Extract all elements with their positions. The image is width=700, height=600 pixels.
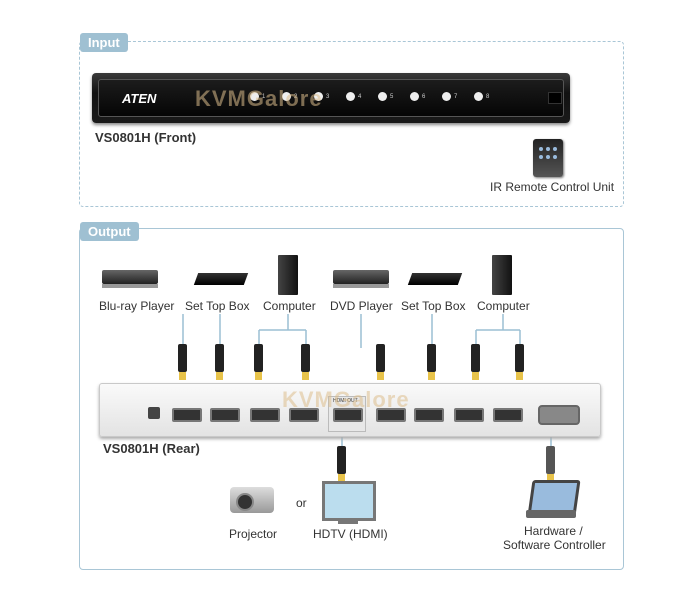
port-number: 4 [358, 94, 362, 100]
hdmi-in-port [414, 408, 444, 422]
controller-label-line1: Hardware / [524, 524, 583, 538]
port-button-4 [346, 92, 355, 101]
port-number: 7 [454, 94, 458, 100]
port-number: 2 [294, 94, 298, 100]
controller-label-line2: Software Controller [503, 538, 606, 552]
port-number: 3 [326, 94, 330, 100]
hdmi-plug-icon [515, 344, 524, 380]
rs232-port [538, 405, 580, 425]
port-button-5 [378, 92, 387, 101]
dvd-player-icon [333, 270, 389, 288]
hdmi-plug-icon [215, 344, 224, 380]
port-number: 1 [262, 94, 266, 100]
hdmi-out-label: HDMI OUT [333, 398, 358, 404]
hdmi-in-port [210, 408, 240, 422]
source-label-blu-ray: Blu-ray Player [99, 299, 175, 313]
source-label-set-top-box-2: Set Top Box [401, 299, 466, 313]
projector-icon [230, 487, 274, 513]
input-tag: Input [80, 33, 128, 52]
source-label-computer-2: Computer [477, 299, 530, 313]
input-panel [79, 41, 624, 207]
remote-label: IR Remote Control Unit [490, 180, 615, 194]
port-button-8 [474, 92, 483, 101]
set-top-box-icon [407, 273, 463, 285]
remote-control-icon [533, 139, 563, 177]
blu-ray-player-icon [102, 270, 158, 288]
controller-laptop-base [526, 510, 576, 518]
hdmi-in-port [172, 408, 202, 422]
port-number: 5 [390, 94, 394, 100]
hdmi-plug-icon [427, 344, 436, 380]
hdmi-plug-icon [254, 344, 263, 380]
projector-label: Projector [229, 527, 278, 541]
hdtv-label: HDTV (HDMI) [313, 527, 388, 541]
port-number: 8 [486, 94, 490, 100]
source-label-set-top-box-1: Set Top Box [185, 299, 250, 313]
hdmi-plug-icon [471, 344, 480, 380]
front-unit-image: ATEN 1 2 3 4 5 6 7 8 [92, 73, 570, 123]
serial-plug-icon [546, 446, 555, 482]
set-top-box-icon [193, 273, 249, 285]
hdmi-out-plug-icon [337, 446, 346, 482]
aten-logo: ATEN [122, 91, 157, 106]
port-button-2 [282, 92, 291, 101]
port-button-7 [442, 92, 451, 101]
port-button-1 [250, 92, 259, 101]
rear-unit-image: HDMI OUT [99, 383, 601, 437]
watermark-rear: KVMGalore [282, 387, 410, 412]
hdmi-in-port [289, 408, 319, 422]
hdmi-in-port [250, 408, 280, 422]
power-jack [148, 407, 160, 419]
hdmi-in-port [493, 408, 523, 422]
ir-receiver [548, 92, 562, 104]
hdmi-in-port [454, 408, 484, 422]
port-number: 6 [422, 94, 426, 100]
hdmi-plug-icon [301, 344, 310, 380]
or-label: or [296, 496, 307, 510]
hdtv-icon [322, 481, 376, 521]
computer-icon [278, 255, 298, 295]
hdmi-plug-icon [376, 344, 385, 380]
port-button-3 [314, 92, 323, 101]
watermark-front: KVMGalore [195, 86, 323, 111]
hdmi-in-port [376, 408, 406, 422]
hdmi-plug-icon [178, 344, 187, 380]
rear-unit-label: VS0801H (Rear) [103, 441, 200, 456]
output-tag: Output [80, 222, 139, 241]
computer-icon [492, 255, 512, 295]
source-label-dvd: DVD Player [330, 299, 393, 313]
port-button-6 [410, 92, 419, 101]
source-label-computer-1: Computer [263, 299, 316, 313]
front-unit-label: VS0801H (Front) [95, 130, 197, 145]
hdtv-stand [338, 518, 358, 524]
hdmi-out-port [333, 408, 363, 422]
